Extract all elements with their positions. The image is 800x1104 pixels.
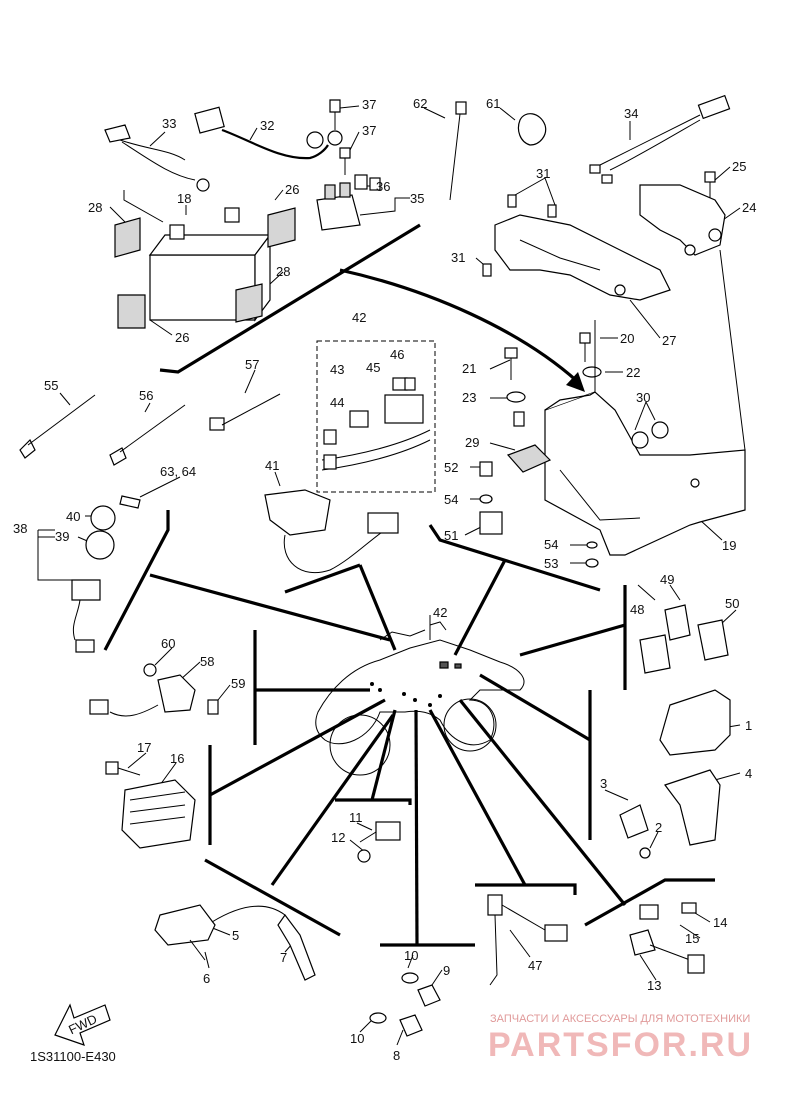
group-leader-lines xyxy=(103,223,715,947)
callout-1: 1 xyxy=(745,718,752,733)
callout-37b: 37 xyxy=(362,123,376,138)
callout-42a: 42 xyxy=(352,310,366,325)
callout-labels: 1 2 3 4 5 6 7 8 9 10 10 11 12 13 14 15 1… xyxy=(13,96,756,1063)
callout-27: 27 xyxy=(662,333,676,348)
callout-15: 15 xyxy=(685,931,699,946)
callout-38: 38 xyxy=(13,521,27,536)
callout-37a: 37 xyxy=(362,97,376,112)
callout-58: 58 xyxy=(200,654,214,669)
callout-30: 30 xyxy=(636,390,650,405)
fwd-arrow-icon xyxy=(54,1003,111,1046)
callout-9: 9 xyxy=(443,963,450,978)
callout-32: 32 xyxy=(260,118,274,133)
callout-59: 59 xyxy=(231,676,245,691)
callout-50: 50 xyxy=(725,596,739,611)
callout-24: 24 xyxy=(742,200,756,215)
callout-23: 23 xyxy=(462,390,476,405)
callout-29: 29 xyxy=(465,435,479,450)
callout-60: 60 xyxy=(161,636,175,651)
callout-3: 3 xyxy=(600,776,607,791)
callout-33: 33 xyxy=(162,116,176,131)
callout-11: 11 xyxy=(349,810,363,825)
callout-36: 36 xyxy=(376,179,390,194)
callout-19: 19 xyxy=(722,538,736,553)
callout-63-64: 63, 64 xyxy=(160,464,196,479)
callout-4: 4 xyxy=(745,766,752,781)
callout-45: 45 xyxy=(366,360,380,375)
callout-53: 53 xyxy=(544,556,558,571)
callout-2: 2 xyxy=(655,820,662,835)
callout-28b: 28 xyxy=(276,264,290,279)
watermark-logo: PARTSFOR.RU xyxy=(488,1026,753,1064)
diagram-code: 1S31100-E430 xyxy=(30,1049,116,1064)
callout-28a: 28 xyxy=(88,200,102,215)
callout-10b: 10 xyxy=(350,1031,364,1046)
callout-35: 35 xyxy=(410,191,424,206)
callout-42b: 42 xyxy=(433,605,447,620)
callout-21: 21 xyxy=(462,361,476,376)
callout-8: 8 xyxy=(393,1048,400,1063)
callout-18: 18 xyxy=(177,191,191,206)
callout-56: 56 xyxy=(139,388,153,403)
callout-46: 46 xyxy=(390,347,404,362)
callout-44: 44 xyxy=(330,395,344,410)
callout-62: 62 xyxy=(413,96,427,111)
battery-group xyxy=(104,99,381,329)
callout-34: 34 xyxy=(624,106,638,121)
callout-20: 20 xyxy=(620,331,634,346)
callout-57: 57 xyxy=(245,357,259,372)
callout-41: 41 xyxy=(265,458,279,473)
callout-54b: 54 xyxy=(544,537,558,552)
callout-55: 55 xyxy=(44,378,58,393)
callout-43: 43 xyxy=(330,362,344,377)
callout-39: 39 xyxy=(55,529,69,544)
callout-7: 7 xyxy=(280,950,287,965)
callout-51: 51 xyxy=(444,528,458,543)
battery-box-group xyxy=(479,94,746,568)
callout-31a: 31 xyxy=(536,166,550,181)
callout-13: 13 xyxy=(647,978,661,993)
callout-12: 12 xyxy=(331,830,345,845)
callout-14: 14 xyxy=(713,915,727,930)
callout-61: 61 xyxy=(486,96,500,111)
callout-16: 16 xyxy=(170,751,184,766)
callout-6: 6 xyxy=(203,971,210,986)
callout-31b: 31 xyxy=(451,250,465,265)
loose-parts-top xyxy=(19,101,731,1046)
callout-25: 25 xyxy=(732,159,746,174)
callout-54a: 54 xyxy=(444,492,458,507)
callout-17: 17 xyxy=(137,740,151,755)
callout-26b: 26 xyxy=(175,330,189,345)
callout-47: 47 xyxy=(528,958,542,973)
callout-10a: 10 xyxy=(404,948,418,963)
callout-49: 49 xyxy=(660,572,674,587)
callout-26a: 26 xyxy=(285,182,299,197)
callout-52: 52 xyxy=(444,460,458,475)
callout-5: 5 xyxy=(232,928,239,943)
callout-40: 40 xyxy=(66,509,80,524)
motorcycle-outline xyxy=(315,621,525,776)
watermark-tagline: ЗАПЧАСТИ И АКСЕССУАРЫ ДЛЯ МОТОТЕХНИКИ xyxy=(490,1013,750,1025)
callout-22: 22 xyxy=(626,365,640,380)
callout-48: 48 xyxy=(630,602,644,617)
